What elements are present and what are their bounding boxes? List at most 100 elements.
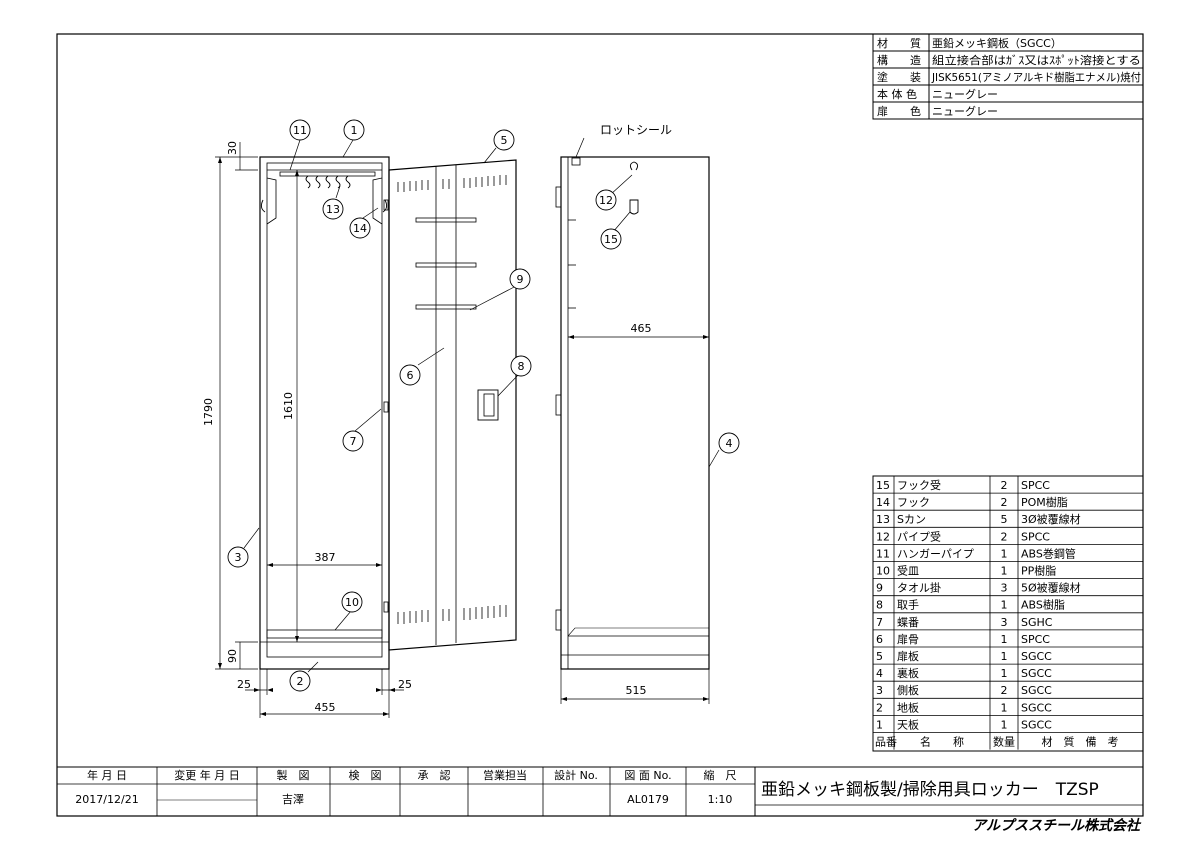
spec-value-0: 亜鉛メッキ鋼板（SGCC） (932, 36, 1062, 50)
callout-7: 7 (342, 430, 364, 452)
spec-value-4: ニューグレー (932, 104, 998, 118)
dim-1610: 1610 (282, 392, 295, 420)
spec-value-2: JISK5651(アミノアルキド樹脂エナメル)焼付 (931, 70, 1141, 84)
parts-row-no: 8 (876, 599, 883, 612)
tb-header-drawing-no: 図 面 No. (624, 769, 671, 782)
parts-row-no: 14 (876, 496, 890, 509)
spec-label-2: 塗 装 (877, 70, 921, 84)
svg-text:8: 8 (518, 360, 525, 373)
parts-row-qty: 5 (1001, 513, 1008, 526)
dim-25-left: 25 (237, 678, 251, 691)
svg-text:15: 15 (604, 233, 618, 246)
spec-table: 材 質 亜鉛メッキ鋼板（SGCC） 構 造 組立接合部はｶﾞｽ又はｽﾎﾟｯﾄ溶接… (872, 33, 1144, 120)
parts-row-no: 4 (876, 667, 883, 680)
parts-row-qty: 1 (1001, 701, 1008, 714)
parts-row-qty: 1 (1001, 718, 1008, 731)
parts-row-name: 扉骨 (897, 633, 919, 646)
tb-header-change: 変更 年 月 日 (174, 768, 240, 782)
parts-footer-material: 材 質 備 考 (1042, 735, 1119, 749)
parts-row-no: 2 (876, 701, 883, 714)
parts-row-name: 扉板 (897, 649, 919, 663)
parts-row-name: フック (897, 496, 930, 509)
callout-13: 13 (322, 198, 344, 220)
parts-row-qty: 2 (1001, 496, 1008, 509)
tb-company: アルプススチール株式会社 (972, 817, 1142, 834)
callout-15: 15 (600, 228, 622, 250)
svg-text:13: 13 (326, 203, 340, 216)
callout-3: 3 (227, 546, 249, 568)
front-view (259, 156, 390, 670)
svg-text:9: 9 (517, 273, 524, 286)
spec-value-3: ニューグレー (932, 87, 998, 101)
parts-row-no: 6 (876, 633, 883, 646)
parts-row-name: 受皿 (897, 565, 919, 578)
lot-seal-label: ロットシール (600, 123, 672, 137)
dim-455: 455 (315, 701, 336, 714)
parts-row-material: ABS樹脂 (1021, 598, 1065, 612)
parts-footer-no: 品番 (875, 736, 897, 749)
spec-label-4: 扉 色 (877, 104, 921, 118)
tb-header-check: 検 図 (349, 768, 382, 782)
parts-row-material: SGCC (1021, 718, 1052, 731)
parts-row-no: 10 (876, 565, 890, 578)
tb-drawing-no: AL0179 (627, 793, 669, 806)
callout-leaders (243, 137, 720, 673)
callout-4: 4 (718, 432, 740, 454)
svg-text:5: 5 (501, 134, 508, 147)
spec-label-0: 材 質 (877, 36, 921, 50)
callout-9: 9 (509, 268, 531, 290)
svg-text:3: 3 (235, 551, 242, 564)
dim-465: 465 (631, 322, 652, 335)
parts-row-material: SGHC (1021, 616, 1053, 629)
svg-text:10: 10 (345, 596, 359, 609)
parts-footer-name: 名 称 (920, 735, 964, 749)
parts-row-qty: 1 (1001, 633, 1008, 646)
parts-row-name: パイプ受 (897, 530, 941, 543)
parts-row-no: 9 (876, 582, 883, 595)
parts-row-material: 5Ø被覆線材 (1021, 581, 1081, 595)
callouts: 11 1 13 14 5 9 6 8 7 3 10 2 4 12 15 ロットシ… (227, 119, 740, 692)
parts-row-material: POM樹脂 (1021, 495, 1068, 509)
side-view (555, 156, 710, 670)
spec-label-3: 本 体 色 (877, 87, 917, 101)
callout-14: 14 (349, 217, 371, 239)
parts-row-name: フック受 (897, 479, 941, 492)
title-block: 年 月 日 変更 年 月 日 製 図 検 図 承 認 営業担当 設計 No. 図… (57, 766, 1143, 834)
svg-text:1: 1 (351, 124, 358, 137)
callout-8: 8 (510, 355, 532, 377)
dim-90: 90 (226, 649, 239, 663)
parts-row-material: SGCC (1021, 701, 1052, 714)
dim-30: 30 (226, 141, 239, 155)
parts-footer-qty: 数量 (993, 736, 1015, 749)
parts-row-qty: 1 (1001, 599, 1008, 612)
dim-387: 387 (315, 551, 336, 564)
tb-header-draft: 製 図 (277, 768, 310, 782)
svg-text:2: 2 (297, 675, 304, 688)
parts-row-material: SPCC (1021, 479, 1050, 492)
parts-row-no: 12 (876, 530, 890, 543)
tb-scale: 1:10 (708, 793, 733, 806)
svg-text:6: 6 (407, 369, 414, 382)
parts-row-material: SGCC (1021, 667, 1052, 680)
parts-row-no: 15 (876, 479, 890, 492)
parts-row-name: 天板 (897, 717, 919, 731)
tb-header-date: 年 月 日 (87, 768, 127, 782)
parts-row-qty: 2 (1001, 530, 1008, 543)
svg-text:14: 14 (353, 222, 367, 235)
parts-row-qty: 3 (1001, 582, 1008, 595)
parts-row-qty: 3 (1001, 616, 1008, 629)
dimension-lines (215, 142, 710, 718)
callout-12: 12 (595, 189, 617, 211)
parts-row-qty: 1 (1001, 667, 1008, 680)
dimension-arrows (218, 157, 709, 716)
parts-row-no: 5 (876, 650, 883, 663)
parts-row-material: SPCC (1021, 530, 1050, 543)
parts-row-name: 取手 (897, 598, 919, 612)
tb-header-scale: 縮 尺 (704, 768, 737, 782)
svg-text:4: 4 (726, 437, 733, 450)
parts-row-name: 裏板 (897, 666, 919, 680)
parts-row-qty: 1 (1001, 650, 1008, 663)
parts-row-qty: 1 (1001, 565, 1008, 578)
parts-row-qty: 2 (1001, 479, 1008, 492)
